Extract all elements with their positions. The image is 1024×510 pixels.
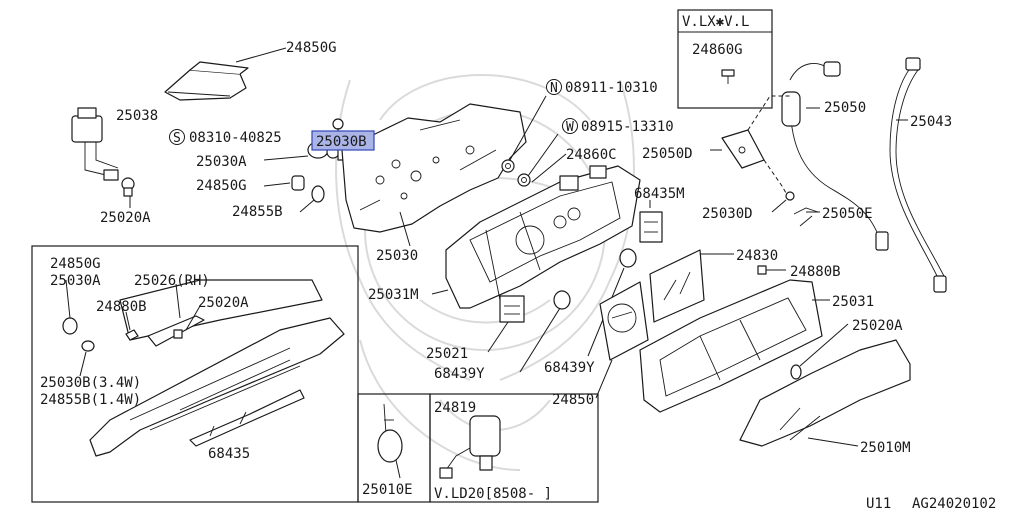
variant-box-title: V.LX✱V.L [682,14,749,30]
label-24850: 24850 [552,392,594,408]
label-25010E: 25010E [362,482,413,498]
svg-text:S: S [173,131,181,146]
marker-s: S [169,129,185,146]
part-08911-nut[interactable] [501,159,515,173]
label-25020A-left: 25020A [100,210,151,226]
part-24830-tachometer[interactable] [649,249,705,323]
label-25050: 25050 [824,100,866,116]
part-08915-washer[interactable] [517,173,531,187]
label-24850G-mid: 24850G [196,178,247,194]
selected-part-highlight[interactable] [311,130,375,151]
part-68435M-switch[interactable] [639,211,663,243]
label-25010M: 25010M [860,440,911,456]
label-24860G: 24860G [692,42,743,58]
inset-panel [31,245,359,503]
part-24850-speedometer[interactable] [599,281,649,361]
label-25031M: 25031M [368,287,419,303]
part-25030-printed-circuit[interactable] [341,103,527,233]
part-25020A-bulb-left[interactable] [121,177,135,197]
svg-text:N: N [550,81,558,96]
marker-n: N [546,79,562,96]
variant-box [677,9,773,109]
part-25010M-glass[interactable] [739,339,911,447]
label-25020A-right: 25020A [852,318,903,334]
label-24830: 24830 [736,248,778,264]
label-68439Y-right: 68439Y [544,360,595,376]
inset-label-68435: 68435 [208,446,250,462]
part-25030D-screw[interactable] [785,191,795,201]
part-24850G-hood[interactable] [164,61,249,101]
label-25030B[interactable]: 25030B [316,134,367,150]
inset-label-25030A: 25030A [50,273,101,289]
label-25050D: 25050D [642,146,693,162]
part-25031M-housing[interactable] [445,165,641,309]
part-24819-unit[interactable] [439,415,501,479]
label-08310: 08310-40825 [189,130,282,146]
part-25043-cable[interactable] [889,57,947,293]
part-25021-switch[interactable] [499,295,525,323]
label-25050E: 25050E [822,206,873,222]
label-24819: 24819 [434,400,476,416]
inset-label-24850G: 24850G [50,256,101,272]
marker-w: W [562,118,578,135]
label-25031: 25031 [832,294,874,310]
label-25021: 25021 [426,346,468,362]
footer-code-left: U11 [866,496,891,510]
box-24819 [429,393,599,503]
part-25050-harness[interactable] [781,61,889,251]
inset-label-25020A: 25020A [198,295,249,311]
label-variant-note: V.LD20[8508- ] [434,486,552,502]
label-25030D: 25030D [702,206,753,222]
label-25038: 25038 [116,108,158,124]
part-24850G-socket-mid[interactable] [291,175,305,191]
part-24880B-clip-right[interactable] [757,265,767,275]
label-08911: 08911-10310 [565,80,658,96]
label-24855B: 24855B [232,204,283,220]
label-25030: 25030 [376,248,418,264]
label-68439Y-left: 68439Y [434,366,485,382]
part-25038-connector[interactable] [71,107,119,181]
part-25031-cover[interactable] [639,279,823,413]
label-24860C: 24860C [566,147,617,163]
label-68435M: 68435M [634,186,685,202]
inset-label-24880B: 24880B [96,299,147,315]
inset-part-25030B[interactable] [81,340,95,352]
part-24855B-bulb[interactable] [311,185,325,203]
part-68439Y-knob-left[interactable] [553,290,571,310]
inset-label-25030B: 25030B(3.4W) [40,375,141,391]
inset-part-25030A[interactable] [62,317,78,335]
part-25020A-bulb-right[interactable] [790,364,802,380]
inset-part-24880B[interactable] [125,329,139,341]
inset-label-24855B: 24855B(1.4W) [40,392,141,408]
part-68439Y-knob-right[interactable] [619,248,637,268]
part-25010E-tie[interactable] [377,403,403,463]
inset-label-25026RH: 25026(RH) [134,273,210,289]
label-08915: 08915-13310 [581,119,674,135]
label-25043: 25043 [910,114,952,130]
part-25050E-clip[interactable] [793,207,819,227]
footer-code-right: AG24020102 [912,496,996,510]
part-25050D-bracket[interactable] [721,129,765,169]
label-24880B-right: 24880B [790,264,841,280]
label-25030A: 25030A [196,154,247,170]
svg-text:W: W [566,120,574,135]
label-24850G-top: 24850G [286,40,337,56]
